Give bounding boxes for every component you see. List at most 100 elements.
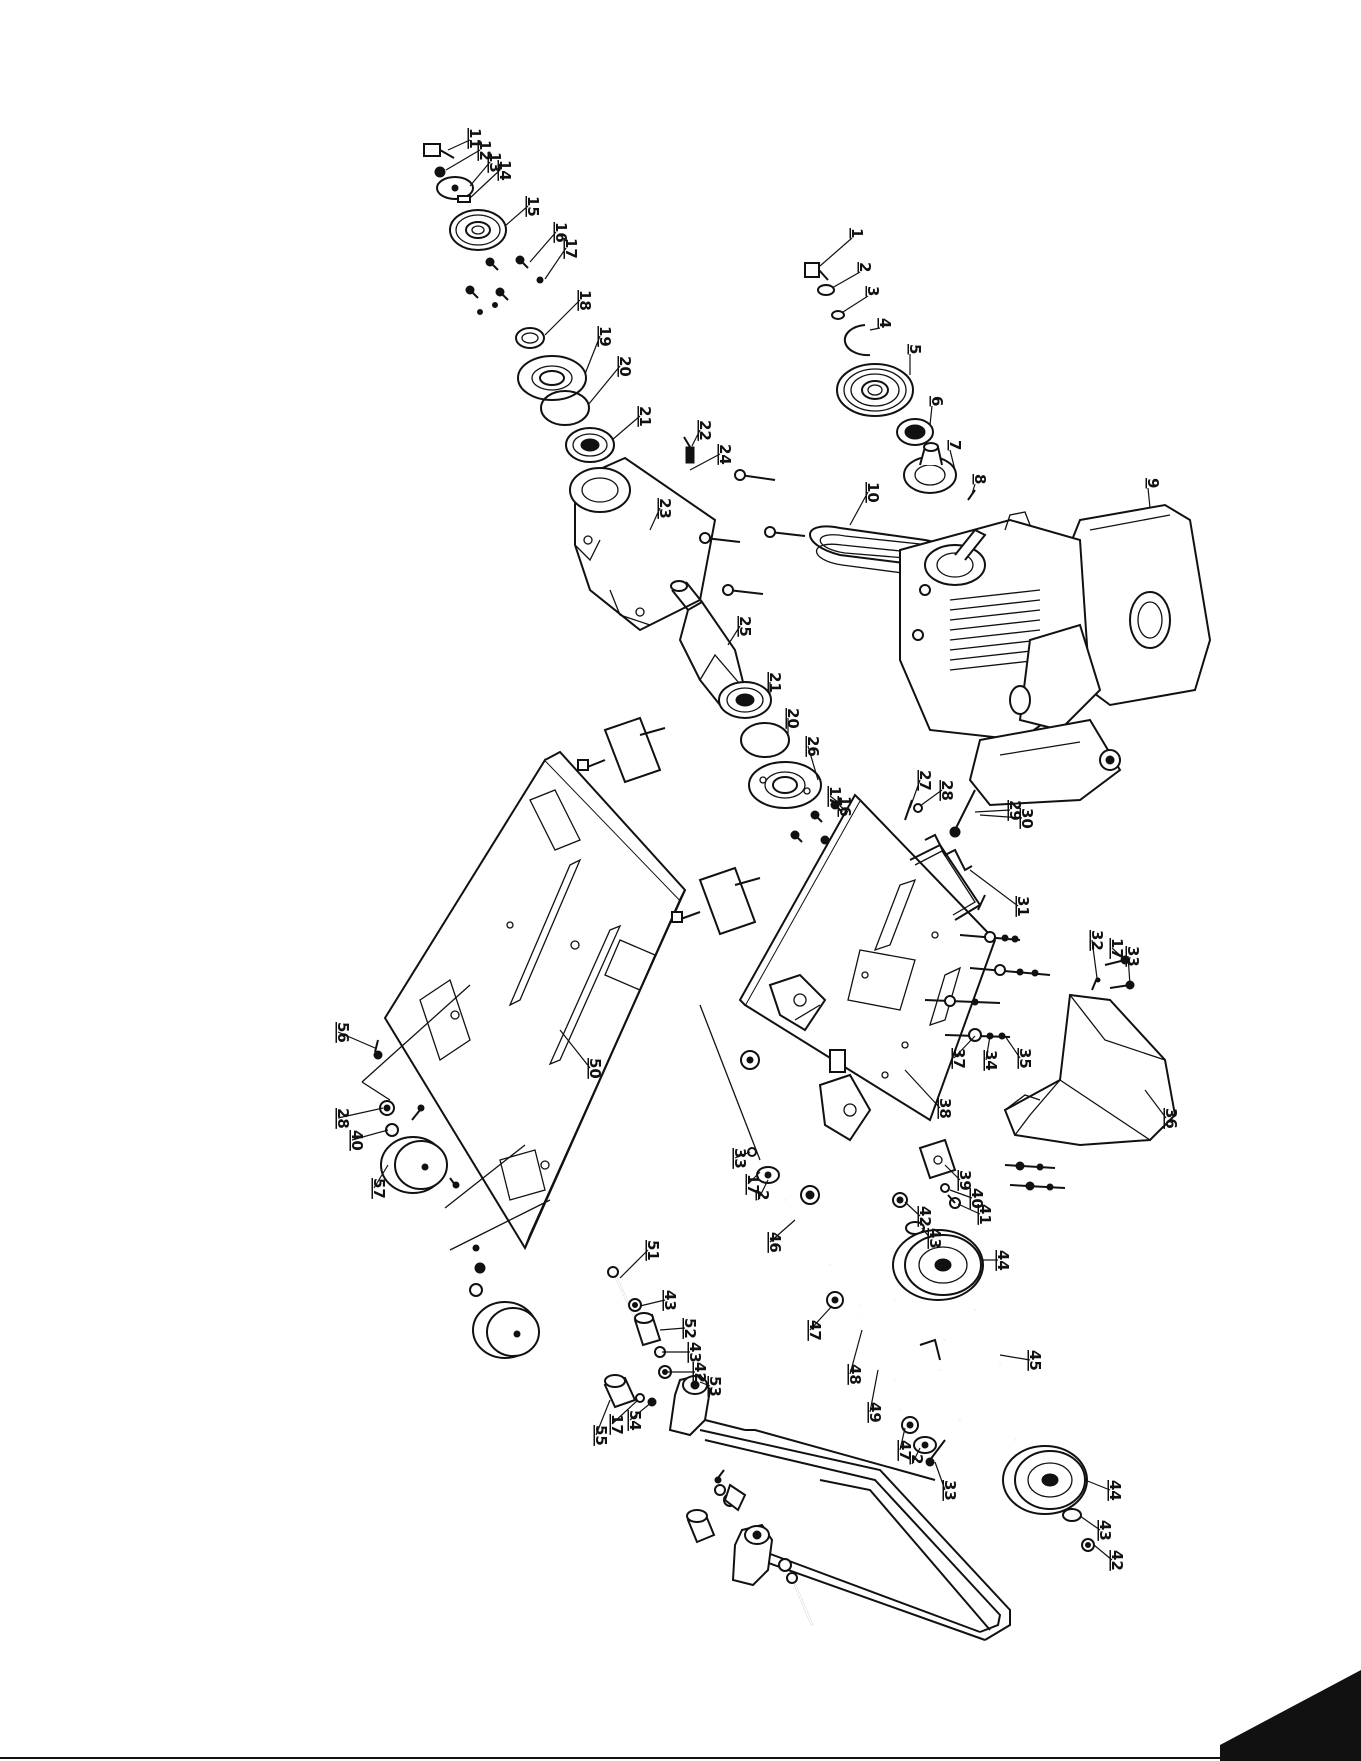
callout-label-53: 53	[706, 1376, 724, 1397]
part-bearing-21-lower	[719, 682, 771, 718]
part-bearing-21	[566, 428, 614, 462]
engine-mount-group	[700, 790, 1175, 1300]
part-bolt-41	[948, 1195, 960, 1208]
callout-label-49: 49	[866, 1402, 884, 1423]
part-bolt-51-lower	[779, 1559, 812, 1625]
callout-label-24: 24	[716, 444, 734, 465]
callout-label-1: 1	[848, 228, 866, 238]
part-circlip-4	[845, 325, 870, 355]
callout-label-47: 47	[806, 1320, 824, 1341]
part-spring-pin	[920, 1340, 940, 1360]
callout-label-5: 5	[906, 344, 924, 354]
callout-label-33: 33	[1124, 946, 1142, 967]
part-washer-17	[537, 277, 543, 283]
callout-label-16: 16	[836, 796, 854, 817]
callout-label-21: 21	[766, 672, 784, 693]
part-rubber-mount-mid	[672, 868, 760, 934]
callout-label-6: 6	[928, 396, 946, 406]
callout-label-40: 40	[348, 1130, 366, 1151]
callout-label-42: 42	[916, 1206, 934, 1227]
callout-label-54: 54	[626, 1410, 644, 1431]
callout-label-17: 17	[1108, 938, 1126, 959]
callout-label-44: 44	[994, 1250, 1012, 1271]
part-bearing-6	[897, 419, 933, 445]
callout-label-20: 20	[784, 708, 802, 729]
callout-labels: 1112131415161718192021222423252120261716…	[334, 128, 1180, 1571]
part-bolt-1	[805, 263, 828, 280]
part-wheel-44-lower	[1003, 1446, 1087, 1514]
callout-label-45: 45	[1026, 1350, 1044, 1371]
part-housing-23	[570, 458, 715, 630]
leader-line-9	[1148, 488, 1150, 508]
callout-label-25: 25	[736, 616, 754, 637]
part-rubber-mount-top	[578, 718, 665, 782]
callout-label-38: 38	[936, 1098, 954, 1119]
part-cover-bolts	[1005, 1162, 1065, 1190]
callout-label-7: 7	[946, 440, 964, 450]
callout-label-55: 55	[592, 1425, 610, 1446]
callout-label-43: 43	[686, 1342, 704, 1363]
callout-label-10: 10	[864, 482, 882, 503]
callout-label-14: 14	[496, 160, 514, 181]
callout-label-3: 3	[864, 286, 882, 296]
part-washer-3	[832, 311, 844, 319]
callout-label-44: 44	[1106, 1480, 1124, 1501]
part-seal-18	[516, 328, 544, 348]
part-oring-20-lower	[741, 723, 789, 757]
leader-line-18	[545, 300, 580, 335]
part-washer-40b	[941, 1184, 949, 1192]
engine-group	[805, 263, 1210, 805]
part-screw-56	[374, 1040, 382, 1059]
callout-label-51: 51	[644, 1240, 662, 1261]
callout-label-31: 31	[1014, 896, 1032, 917]
callout-label-36: 36	[1162, 1108, 1180, 1129]
callout-label-52: 52	[681, 1318, 699, 1339]
callout-label-33: 33	[731, 1148, 749, 1169]
part-belt-cover-36	[1005, 995, 1175, 1145]
leader-line-6	[930, 406, 932, 425]
part-bolts-16	[466, 256, 528, 300]
callout-label-43: 43	[926, 1228, 944, 1249]
callout-label-18: 18	[576, 290, 594, 311]
callout-label-30: 30	[1018, 808, 1036, 829]
page-corner-tab	[1220, 1670, 1361, 1761]
callout-label-56: 56	[334, 1022, 352, 1043]
callout-label-9: 9	[1144, 478, 1162, 488]
leader-line-1	[820, 238, 852, 266]
callout-label-23: 23	[656, 498, 674, 519]
callout-label-43: 43	[661, 1290, 679, 1311]
part-washer-2	[818, 285, 834, 295]
callout-label-21: 21	[636, 406, 654, 427]
callout-label-35: 35	[1016, 1048, 1034, 1069]
callout-label-17: 17	[562, 238, 580, 259]
callout-label-34: 34	[982, 1050, 1000, 1071]
part-sleeve-49	[860, 1330, 900, 1410]
base-plate-group	[362, 718, 760, 1358]
leader-line-20	[588, 366, 620, 405]
callout-label-8: 8	[971, 474, 989, 484]
part-bolt-11	[424, 144, 454, 158]
leader-line-3	[843, 296, 868, 312]
part-pin-27	[905, 800, 912, 820]
part-engine-9	[900, 505, 1210, 805]
callout-label-2: 2	[908, 1454, 926, 1464]
callout-label-15: 15	[524, 196, 542, 217]
part-engine-plate-38	[745, 800, 995, 1120]
part-key-14	[458, 196, 470, 202]
part-pulley-15	[450, 210, 506, 250]
leader-line-29	[975, 810, 1010, 812]
callout-label-43: 43	[1096, 1520, 1114, 1541]
leader-line-51	[620, 1250, 648, 1278]
callout-label-48: 48	[846, 1364, 864, 1385]
part-shaft-46	[785, 1200, 830, 1265]
callout-label-2: 2	[754, 1190, 772, 1200]
callout-label-20: 20	[616, 356, 634, 377]
callout-label-37: 37	[950, 1048, 968, 1069]
callout-label-41: 41	[976, 1204, 994, 1225]
leader-line-21	[612, 416, 640, 440]
callout-label-32: 32	[1088, 930, 1106, 951]
part-bushing-55-lower	[687, 1510, 714, 1542]
part-washer-43-lower	[1063, 1509, 1081, 1521]
callout-label-4: 4	[876, 318, 894, 328]
part-bushing-52	[635, 1313, 660, 1345]
